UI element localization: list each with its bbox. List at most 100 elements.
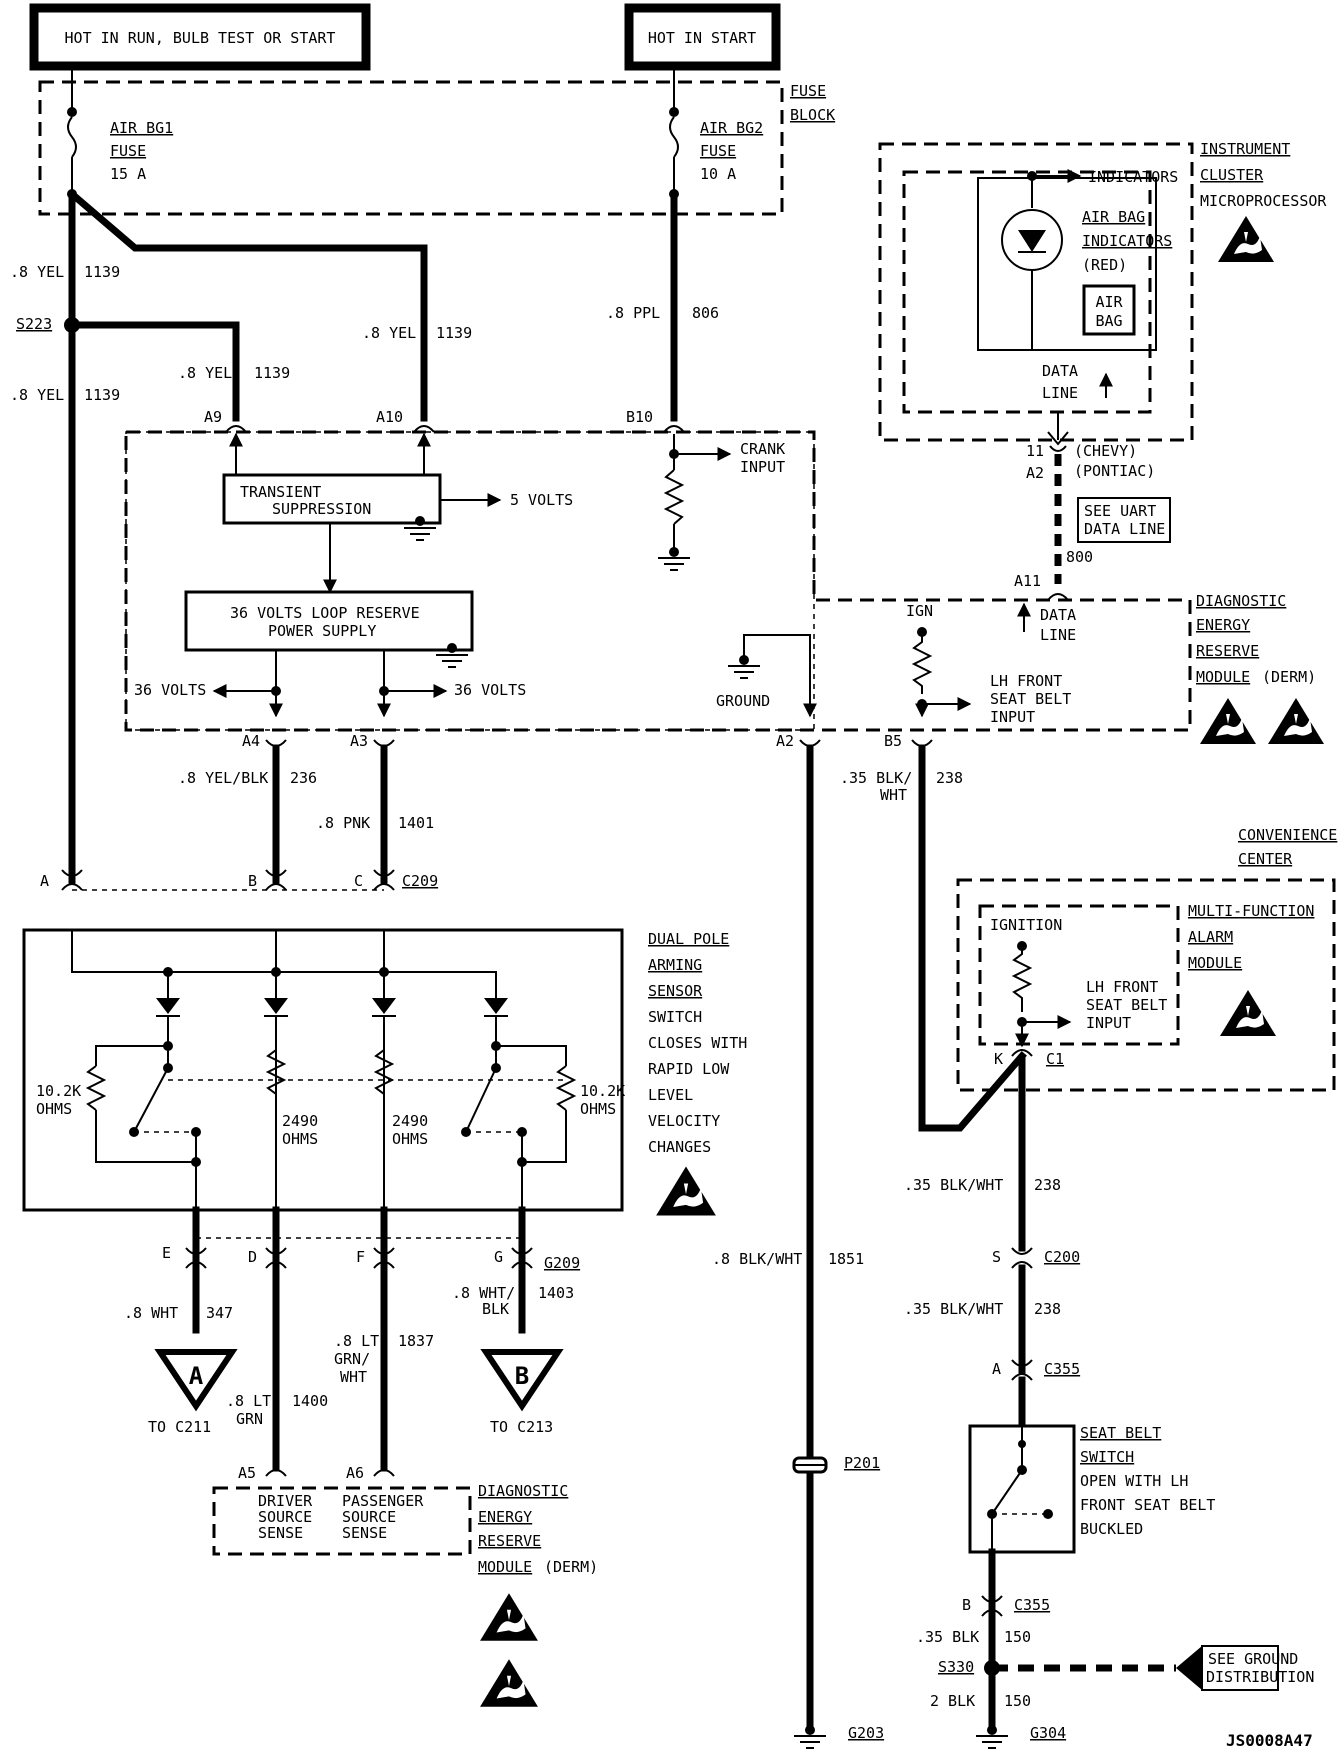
svg-text:TO C213: TO C213 (490, 1418, 553, 1436)
dss-label-2: SOURCE (258, 1508, 312, 1526)
connector-c200: S C200 (992, 1247, 1080, 1269)
wire-238 (918, 744, 1027, 1132)
svg-text:C355: C355 (1044, 1360, 1080, 1378)
ps-label: 36 VOLTS LOOP RESERVE (230, 604, 420, 622)
data-line-label-derm-2: LINE (1040, 626, 1076, 644)
mfa-label-3: MODULE (1188, 954, 1242, 972)
circuit-label: 347 (206, 1304, 233, 1322)
fuse-1-icon (67, 116, 77, 158)
circuit-label: 150 (1004, 1692, 1031, 1710)
circuit-label: 800 (1066, 548, 1093, 566)
ds-label-3: SENSOR (648, 982, 703, 1000)
derm-bottom-label-2: ENERGY (478, 1508, 532, 1526)
ic-label-3: MICROPROCESSOR (1200, 192, 1327, 210)
lhf-label-3: INPUT (990, 708, 1035, 726)
data-line-label-2: LINE (1042, 384, 1078, 402)
sbs-label-4: FRONT SEAT BELT (1080, 1496, 1215, 1514)
pin-label: K (994, 1050, 1003, 1068)
wire-label: .8 YEL (10, 386, 64, 404)
ic-inner-box (977, 177, 1157, 351)
hot-run-label: HOT IN RUN, BULB TEST OR START (65, 29, 336, 47)
mfa-lhf-label: LH FRONT (1086, 978, 1158, 996)
wire-label: .8 LT (334, 1332, 379, 1350)
data-line-label-derm: DATA (1040, 606, 1076, 624)
circuit-label: 1400 (292, 1392, 328, 1410)
svg-text:A: A (40, 872, 49, 890)
wire-label: .35 BLK/ (840, 769, 912, 787)
wire-label: .8 YEL (178, 364, 232, 382)
wire-label-2: WHT (880, 786, 907, 804)
circuit-label: 1401 (398, 814, 434, 832)
connector-c209: A B C C209 (40, 869, 438, 891)
pontiac-label: (PONTIAC) (1074, 462, 1155, 480)
derm-outline (124, 430, 1192, 732)
mfa-label-2: ALARM (1188, 928, 1233, 946)
ps-label-2: POWER SUPPLY (268, 622, 376, 640)
svg-text:TO C211: TO C211 (148, 1418, 211, 1436)
header-hot-run: HOT IN RUN, BULB TEST OR START (29, 3, 371, 71)
circuit-label: 238 (936, 769, 963, 787)
esd-warning-icon (480, 1659, 538, 1707)
esd-warning-icon (480, 1593, 538, 1641)
uart-label-2: DATA LINE (1084, 520, 1165, 538)
ic-inner-outline (902, 170, 1152, 414)
derm-label-4: MODULE (1196, 668, 1250, 686)
airbag-ind-label-2: INDICATORS (1082, 232, 1172, 250)
fuse-block-label-2: BLOCK (790, 106, 835, 124)
fuse-2-icon (669, 116, 679, 158)
esd-warning-icon (1268, 698, 1324, 744)
ds-label: DUAL POLE (648, 930, 729, 948)
switch-icon (465, 1067, 497, 1133)
ground-dist-box (1201, 1645, 1279, 1691)
svg-text:A10: A10 (376, 408, 403, 426)
connector-c1 (1011, 1049, 1033, 1057)
circuit-label: 236 (290, 769, 317, 787)
connector-c355-b: B C355 (962, 1595, 1050, 1617)
svg-text:A3: A3 (350, 732, 368, 750)
resistor-value: 2490 (392, 1112, 428, 1130)
svg-text:C209: C209 (402, 872, 438, 890)
circuit-label: 238 (1034, 1176, 1061, 1194)
uart-box (1077, 497, 1171, 543)
airbag-lamp-box (1082, 284, 1136, 336)
splice-label: S330 (938, 1658, 974, 1676)
esd-warning-icon (1220, 990, 1276, 1036)
resistor-icon (555, 1065, 577, 1111)
ts-label: TRANSIENT (240, 483, 321, 501)
c1-label: C1 (1046, 1050, 1064, 1068)
wire-label: .8 WHT/ (452, 1284, 515, 1302)
svg-text:A: A (189, 1362, 204, 1390)
circuit-label: 1139 (84, 263, 120, 281)
dss-label-3: SENSE (258, 1524, 303, 1542)
wire-label: .8 PNK (316, 814, 370, 832)
wire-label-2: BLK (482, 1300, 509, 1318)
svg-text:G: G (494, 1248, 503, 1266)
wire-label: .8 YEL (362, 324, 416, 342)
svg-text:E: E (162, 1244, 171, 1262)
resistor-unit: OHMS (580, 1100, 616, 1118)
ds-label-6: RAPID LOW (648, 1060, 730, 1078)
wire-label: .35 BLK/WHT (904, 1300, 1003, 1318)
esd-warning-icon (656, 1166, 716, 1216)
v36-left-label: 36 VOLTS (134, 681, 206, 699)
svg-text:B: B (515, 1362, 529, 1390)
svg-text:B: B (962, 1596, 971, 1614)
indicators-label: INDICATORS (1088, 168, 1178, 186)
offpage-connector-a: A TO C211 (148, 1349, 238, 1436)
airbag-ind-label: AIR BAG (1082, 208, 1145, 226)
wire-label: .35 BLK/WHT (904, 1176, 1003, 1194)
svg-text:D: D (248, 1248, 257, 1266)
pin-label: A2 (1026, 464, 1044, 482)
mfa-module-outline (978, 904, 1180, 1046)
airbg1-fuse-label: FUSE (110, 142, 146, 160)
svg-text:F: F (356, 1248, 365, 1266)
connector-a10: A10 (376, 408, 435, 433)
resistor-icon (265, 1049, 287, 1095)
ground-g304-icon: G304 (976, 1724, 1066, 1749)
connector-a9: A9 (204, 408, 247, 433)
circuit-label: 1403 (538, 1284, 574, 1302)
ground-g203-icon: G203 (794, 1724, 884, 1749)
svg-text:B5: B5 (884, 732, 902, 750)
wire-label: .8 YEL (10, 263, 64, 281)
cc-label: CONVENIENCE (1238, 826, 1337, 844)
